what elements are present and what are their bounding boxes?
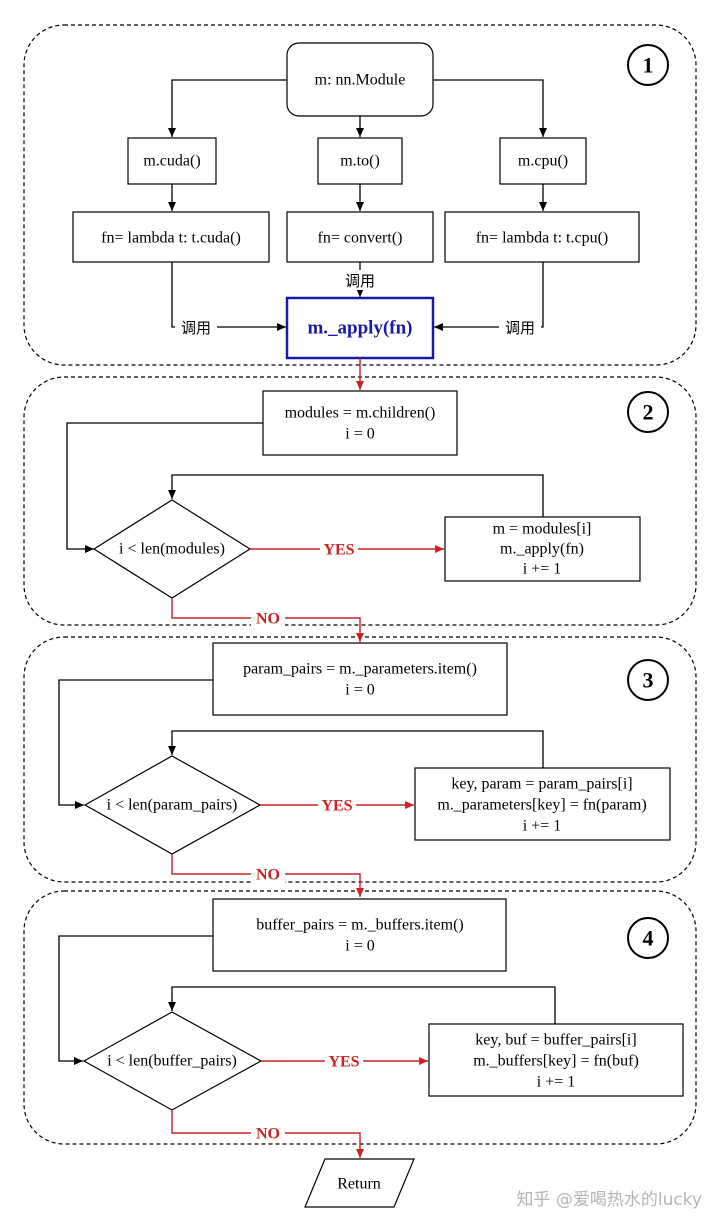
return-node: Return — [304, 1158, 415, 1208]
svg-text:buffer_pairs = m._buffers.item: buffer_pairs = m._buffers.item() — [256, 917, 463, 934]
call-label-left: 调用 — [181, 319, 211, 337]
svg-text:param_pairs = m._parameters.it: param_pairs = m._parameters.item() — [243, 661, 477, 678]
call-label-right: 调用 — [505, 319, 535, 337]
svg-text:i < len(modules): i < len(modules) — [119, 541, 225, 558]
s2-init-node: modules = m.children() i = 0 — [262, 390, 458, 456]
fn-cpu-node: fn= lambda t: t.cpu() — [444, 211, 640, 263]
svg-text:i = 0: i = 0 — [345, 938, 374, 955]
svg-text:Return: Return — [337, 1176, 381, 1193]
s4-condition-node: i < len(buffer_pairs) — [82, 1011, 263, 1111]
svg-text:m = modules[i]: m = modules[i] — [493, 521, 592, 538]
svg-text:2: 2 — [643, 400, 654, 425]
svg-text:m: nn.Module: m: nn.Module — [315, 72, 406, 89]
s4-no-label: NO — [256, 1126, 280, 1143]
s3-condition-node: i < len(param_pairs) — [83, 755, 262, 855]
svg-text:m._parameters[key] = fn(param): m._parameters[key] = fn(param) — [437, 797, 646, 814]
svg-text:1: 1 — [643, 53, 654, 78]
svg-text:key, buf = buffer_pairs[i]: key, buf = buffer_pairs[i] — [475, 1032, 636, 1049]
fn-cuda-to-apply-connector — [171, 262, 286, 331]
s2-condition-node: i < len(modules) — [92, 499, 252, 599]
cuda-method-node: m.cuda() — [127, 137, 217, 185]
apply-node: m._apply(fn) — [285, 296, 435, 360]
section-3-number: 3 — [627, 659, 669, 701]
s3-no-label: NO — [256, 867, 280, 884]
s2-no-label: NO — [256, 611, 280, 628]
call-label-middle: 调用 — [345, 272, 375, 290]
svg-text:modules = m.children(): modules = m.children() — [285, 405, 436, 422]
svg-text:fn= lambda t: t.cpu(): fn= lambda t: t.cpu() — [476, 230, 609, 247]
svg-text:m._apply(fn): m._apply(fn) — [307, 318, 412, 339]
svg-text:key, param = param_pairs[i]: key, param = param_pairs[i] — [451, 776, 632, 793]
svg-text:i += 1: i += 1 — [523, 561, 562, 578]
s2-init-to-cond-connector — [66, 422, 263, 553]
module-to-cpu-connector — [433, 79, 547, 137]
section-1-number: 1 — [627, 44, 669, 86]
svg-text:i = 0: i = 0 — [345, 682, 374, 699]
s4-loop-back-connector — [168, 986, 556, 1024]
s4-init-node: buffer_pairs = m._buffers.item() i = 0 — [212, 898, 507, 972]
fn-cpu-to-apply-connector — [434, 262, 544, 331]
module-to-cuda-connector — [168, 79, 287, 137]
s4-init-to-cond-connector — [58, 935, 213, 1065]
module-node: m: nn.Module — [286, 42, 434, 117]
svg-text:fn= lambda t: t.cuda(): fn= lambda t: t.cuda() — [101, 230, 241, 247]
svg-text:i = 0: i = 0 — [345, 426, 374, 443]
s2-yes-label: YES — [323, 542, 354, 559]
s3-init-node: param_pairs = m._parameters.item() i = 0 — [212, 642, 508, 716]
svg-text:3: 3 — [643, 668, 654, 693]
s4-yes-label: YES — [328, 1054, 359, 1071]
svg-text:fn= convert(): fn= convert() — [318, 230, 403, 247]
svg-text:4: 4 — [643, 926, 654, 951]
s3-yes-label: YES — [321, 798, 352, 815]
fn-convert-node: fn= convert() — [286, 211, 434, 263]
s3-init-to-cond-connector — [58, 679, 213, 809]
svg-text:i += 1: i += 1 — [523, 818, 562, 835]
svg-text:m.cpu(): m.cpu() — [518, 153, 568, 170]
to-method-node: m.to() — [317, 137, 403, 185]
svg-text:m._apply(fn): m._apply(fn) — [500, 541, 584, 558]
watermark: 知乎 @爱喝热水的lucky — [516, 1190, 702, 1210]
s3-body-node: key, param = param_pairs[i] m._parameter… — [414, 767, 671, 841]
section-1-frame — [23, 24, 697, 366]
s3-loop-back-connector — [168, 730, 544, 768]
s2-body-node: m = modules[i] m._apply(fn) i += 1 — [444, 516, 641, 582]
svg-text:m.cuda(): m.cuda() — [143, 153, 200, 170]
svg-text:i < len(buffer_pairs): i < len(buffer_pairs) — [107, 1053, 237, 1070]
section-4-number: 4 — [627, 917, 669, 959]
svg-text:m._buffers[key] = fn(buf): m._buffers[key] = fn(buf) — [473, 1053, 639, 1070]
svg-text:i < len(param_pairs): i < len(param_pairs) — [107, 797, 238, 814]
fn-cuda-node: fn= lambda t: t.cuda() — [72, 211, 270, 263]
cpu-method-node: m.cpu() — [499, 137, 587, 185]
s4-body-node: key, buf = buffer_pairs[i] m._buffers[ke… — [428, 1023, 684, 1097]
svg-text:m.to(): m.to() — [340, 153, 380, 170]
svg-text:i += 1: i += 1 — [537, 1074, 576, 1091]
section-2-number: 2 — [627, 391, 669, 433]
s2-loop-back-connector — [168, 474, 544, 517]
